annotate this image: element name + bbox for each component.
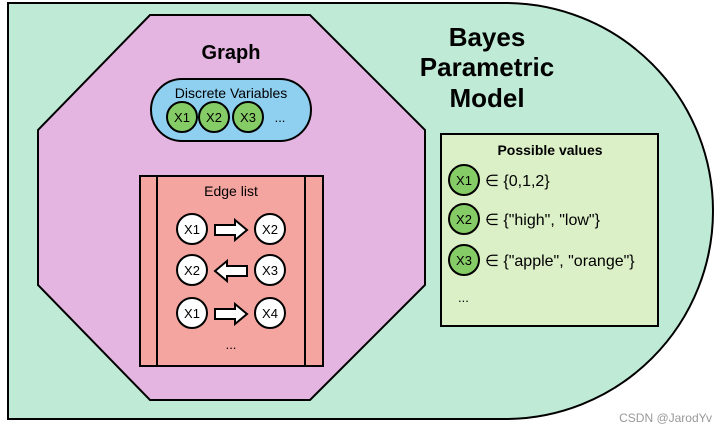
edge-to-node: X4 [262, 306, 278, 321]
possible-value-node: X1 [456, 173, 472, 188]
edge-row: X2 X3 [176, 254, 286, 286]
watermark: CSDN @JarodYv [619, 411, 712, 425]
edge-from-node: X1 [184, 306, 200, 321]
arrow-right-icon [214, 217, 249, 243]
possible-value-row: X3 ∈ {"apple", "orange"} [448, 244, 635, 276]
possible-value-set: ∈ {"apple", "orange"} [485, 253, 635, 270]
discrete-variables-ellipsis: ... [275, 110, 286, 125]
possible-values-box [440, 133, 659, 327]
var-node-x1-label: X1 [174, 110, 190, 125]
edge-list-label: Edge list [204, 183, 258, 199]
possible-value-node: X3 [456, 253, 472, 268]
model-title-line-1: Bayes [449, 22, 526, 52]
edge-row: X1 X2 [176, 213, 286, 245]
edge-to-node: X3 [262, 263, 278, 278]
possible-values-ellipsis: ... [458, 290, 469, 305]
possible-value-set: ∈ {"high", "low"} [485, 212, 601, 229]
edge-from-node: X1 [184, 222, 200, 237]
edge-from-node: X2 [184, 263, 200, 278]
edge-row: X1 X4 [176, 297, 286, 329]
model-title-line-2: Parametric [420, 52, 554, 82]
var-node-x1: X1 [166, 101, 198, 133]
discrete-variables-label: Discrete Variables [175, 85, 288, 101]
possible-value-node: X2 [456, 212, 472, 227]
var-node-x2: X2 [198, 101, 230, 133]
possible-values-title: Possible values [497, 142, 602, 158]
model-title-line-3: Model [449, 83, 524, 113]
possible-value-row: X1 ∈ {0,1,2} [448, 164, 550, 196]
edge-to-node: X2 [262, 222, 278, 237]
edge-list-ellipsis: ... [226, 337, 237, 352]
arrow-right-icon [214, 301, 249, 327]
var-node-x3-label: X3 [240, 110, 256, 125]
possible-value-row: X2 ∈ {"high", "low"} [448, 203, 601, 235]
var-node-x3: X3 [232, 101, 264, 133]
arrow-left-icon [213, 258, 248, 284]
var-node-x2-label: X2 [206, 110, 222, 125]
possible-value-set: ∈ {0,1,2} [485, 173, 550, 190]
graph-title: Graph [202, 42, 261, 64]
